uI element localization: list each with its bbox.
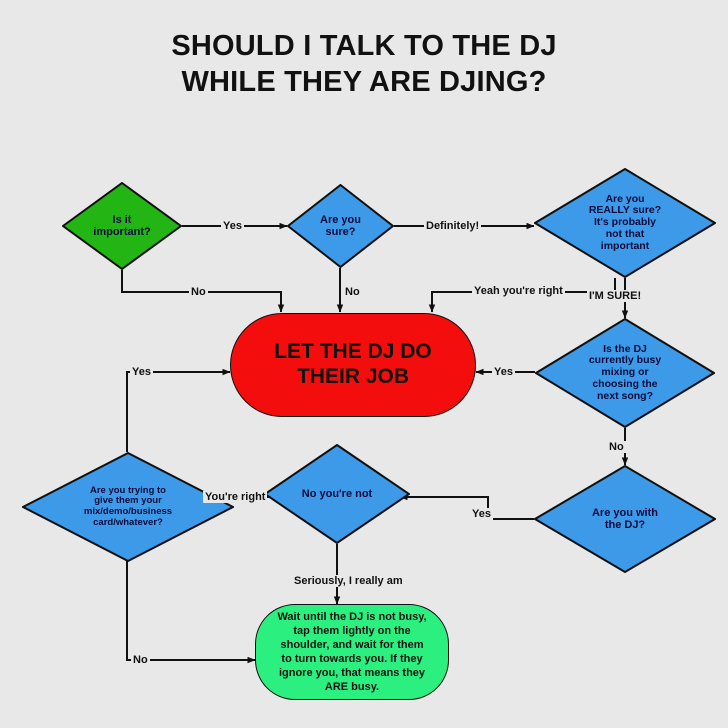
edge-label-yes-with-dj: Yes [470,508,493,520]
edge-mixdemo-no-wait [126,542,256,664]
edge-label-definitely: Definitely! [424,220,482,232]
node-label: No you're not [301,487,373,500]
node-no-youre-not[interactable]: No you're not [264,444,410,544]
diamond-shape [534,168,716,278]
diamond-shape [535,318,715,428]
edge-mixdemo-yes-letdj [126,368,231,452]
edge-label-yeah-youre-right: Yeah you're right [472,285,565,297]
edge-label-no-mix-demo: No [131,654,150,666]
diamond-shape [62,182,182,270]
edge-label-seriously: Seriously, I really am [292,575,405,587]
edge-label-yes-mix-demo: Yes [130,366,153,378]
edge-withdj-yes-noyourenot [399,493,534,520]
edge-label-yes-important: Yes [221,220,244,232]
node-label: Wait until the DJ is not busy,tap them l… [277,610,427,694]
diamond-shape [534,465,716,573]
edge-label-no-sure: No [343,286,362,298]
diamond-shape [264,444,410,544]
edge-label-yes-busy: Yes [492,366,515,378]
title-line-2: WHILE THEY ARE DJING? [181,66,547,98]
title-line-1: SHOULD I TALK TO THE DJ [171,30,557,62]
diamond-shape [287,184,394,268]
diamond-shape [22,452,234,562]
node-wait-until-dj-not-busy[interactable]: Wait until the DJ is not busy,tap them l… [255,604,449,700]
edge-label-youre-right: You're right [203,491,268,503]
edge-label-no-important: No [189,286,208,298]
edge-label-no-busy: No [607,441,626,453]
page-title: SHOULD I TALK TO THE DJ WHILE THEY ARE D… [0,28,728,100]
edge-label-im-sure: I'M SURE! [587,290,644,302]
